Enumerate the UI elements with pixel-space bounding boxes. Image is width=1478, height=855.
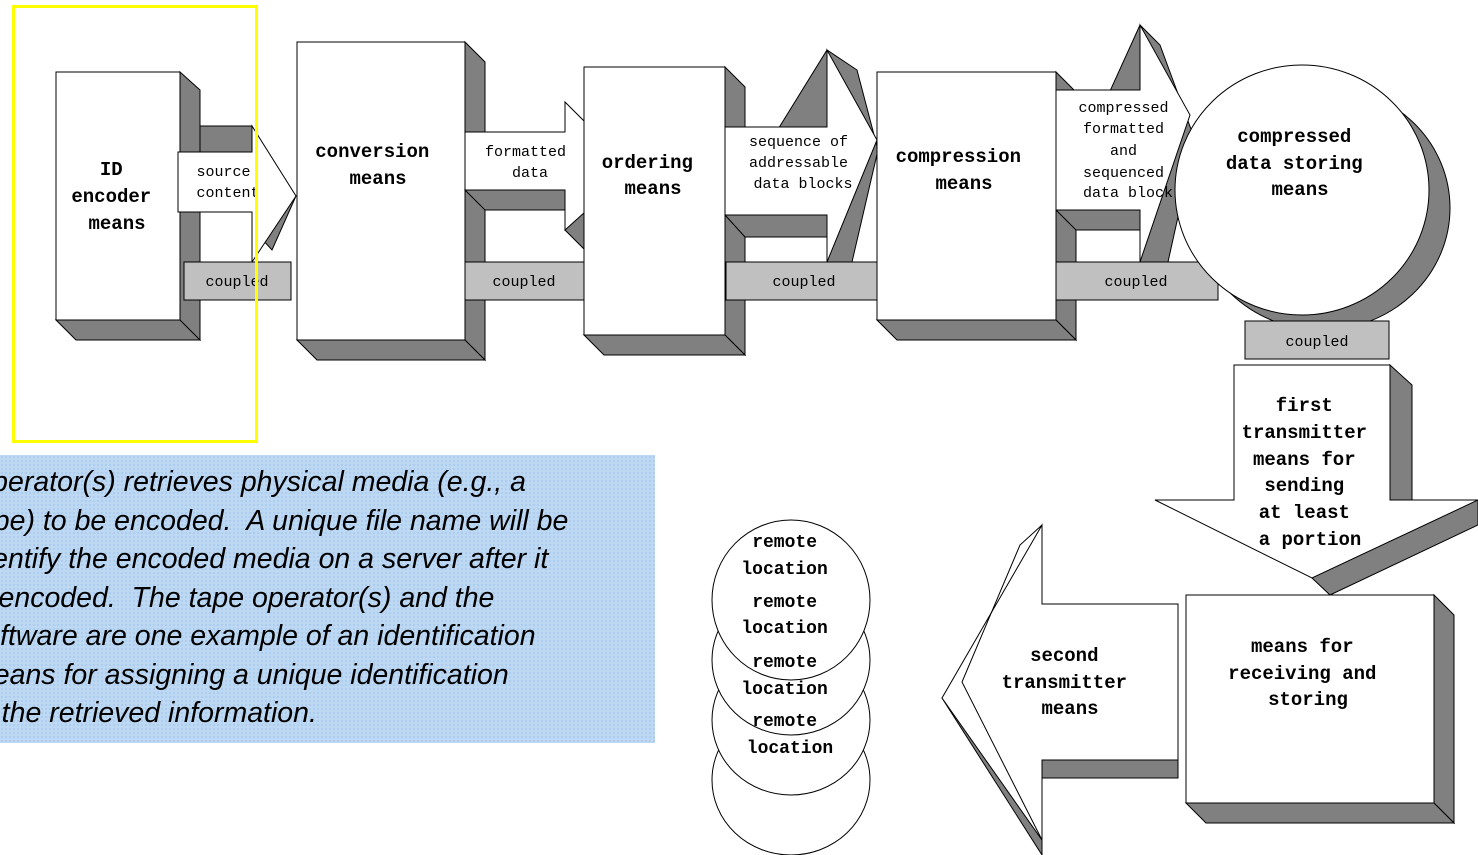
conversion-box: conversion means [295,40,487,362]
remote-location-label: location [741,680,827,700]
svg-text:ordering means: ordering means [602,152,705,200]
first-transmitter-line: sending [1264,475,1344,497]
remote-location-label: location [741,619,827,639]
id-encoder-line: means [88,213,145,235]
first-transmitter-line: a portion [1259,529,1362,551]
note-line: is encoded. The tape operator(s) and the [0,581,495,614]
id-encoder-line: encoder [71,186,151,208]
svg-text:second transmitter: second transmitter means [1002,645,1139,720]
receiving-line: receiving and [1228,663,1376,685]
compressed-formatted-line: and [1110,143,1137,160]
svg-text:coupled: coupled [1285,334,1348,351]
source-content-arrow: source content [177,124,297,264]
compressed-formatted-line: sequenced [1083,165,1164,182]
first-transmitter-line: means for [1253,449,1356,471]
compressed-formatted-line: compressed [1078,100,1168,117]
svg-text:compressed data storing: compressed data storing means [1226,126,1374,201]
svg-text:first transmitter: first transmitter means for sending at l… [1242,395,1379,551]
first-transmitter-line: at least [1259,502,1350,524]
coupled-label-2: coupled [464,261,585,301]
sequence-line: sequence of [749,134,848,151]
remote-location-label: remote [752,533,817,553]
remote-location-label: location [747,739,833,759]
first-transmitter-arrow: first transmitter means for sending at l… [1154,363,1478,596]
svg-text:coupled: coupled [772,274,835,291]
receiving-line: means for [1251,636,1354,658]
ordering-box: ordering means [582,65,747,357]
svg-text:ID encoder means: ID encoder means [71,159,162,235]
second-transmitter-line: transmitter [1002,672,1127,694]
remote-location-label: remote [752,653,817,673]
receiving-box: means for receiving and storing [1184,593,1456,825]
remote-location-label: remote [752,593,817,613]
formatted-data-line: data [512,165,548,182]
coupled-label-3: coupled [725,261,883,301]
svg-text:formatted data: formatted data [485,144,575,182]
conversion-line: means [349,168,406,190]
ordering-line: ordering [602,152,693,174]
storing-line: data storing [1226,153,1363,175]
svg-text:remote location re: remote location remote location remote l… [741,533,838,759]
note-line: identify the encoded media on a server a… [0,543,549,575]
second-transmitter-arrow: second transmitter means [941,523,1179,855]
second-transmitter-line: second [1030,645,1098,667]
receiving-line: storing [1268,689,1348,711]
remote-location-label: location [741,560,827,580]
svg-text:compression means: compression means [896,146,1033,195]
ordering-line: means [624,178,681,200]
sequence-line: addressable [749,155,848,172]
compressed-formatted-line: data block [1083,185,1173,202]
remote-locations: remote location remote location remote l… [711,519,871,855]
compression-line: compression [896,146,1021,168]
first-transmitter-line: first [1276,395,1333,417]
highlight-frame [12,5,258,443]
coupled-label-4: coupled [1055,261,1219,301]
source-content-line: content [196,185,259,202]
sequence-line: data blocks [753,176,852,193]
note-line: software are one example of an identific… [0,620,536,652]
svg-text:source content: source content [196,164,259,202]
remote-location-label: remote [752,712,817,732]
first-transmitter-line: transmitter [1242,422,1367,444]
compression-line: means [935,173,992,195]
note-line: to the retrieved information. [0,697,317,729]
note-line: means for assigning a unique identificat… [0,658,509,691]
storing-line: compressed [1237,126,1351,148]
note-line: Operator(s) retrieves physical media (e.… [0,466,526,498]
svg-text:sequence of addressable: sequence of addressable data blocks [749,134,857,193]
source-content-line: source [196,164,250,181]
svg-text:coupled: coupled [205,274,268,291]
sequence-arrow: sequence of addressable data blocks [724,48,879,263]
explanation-note: Operator(s) retrieves physical media (e.… [0,455,655,743]
id-encoder-line: ID [100,159,123,181]
compressed-formatted-arrow: compressed formatted and sequenced data … [1055,23,1196,263]
svg-text:means for receiving and: means for receiving and storing [1228,636,1388,711]
coupled-label-5: coupled [1244,320,1390,360]
svg-text:coupled: coupled [1104,274,1167,291]
conversion-line: conversion [315,141,429,163]
storing-circle: compressed data storing means [1174,64,1451,331]
note-line: tape) to be encoded. A unique file name … [0,504,569,537]
second-transmitter-line: means [1041,698,1098,720]
compressed-formatted-line: formatted [1083,121,1164,138]
svg-text:coupled: coupled [492,274,555,291]
formatted-data-line: formatted [485,144,566,161]
coupled-label-1: coupled [183,261,292,301]
storing-line: means [1271,179,1328,201]
svg-text:conversion means: conversion means [315,141,440,190]
svg-text:compressed formatted: compressed formatted and sequenced data … [1078,100,1177,202]
compression-box: compression means [875,70,1078,342]
